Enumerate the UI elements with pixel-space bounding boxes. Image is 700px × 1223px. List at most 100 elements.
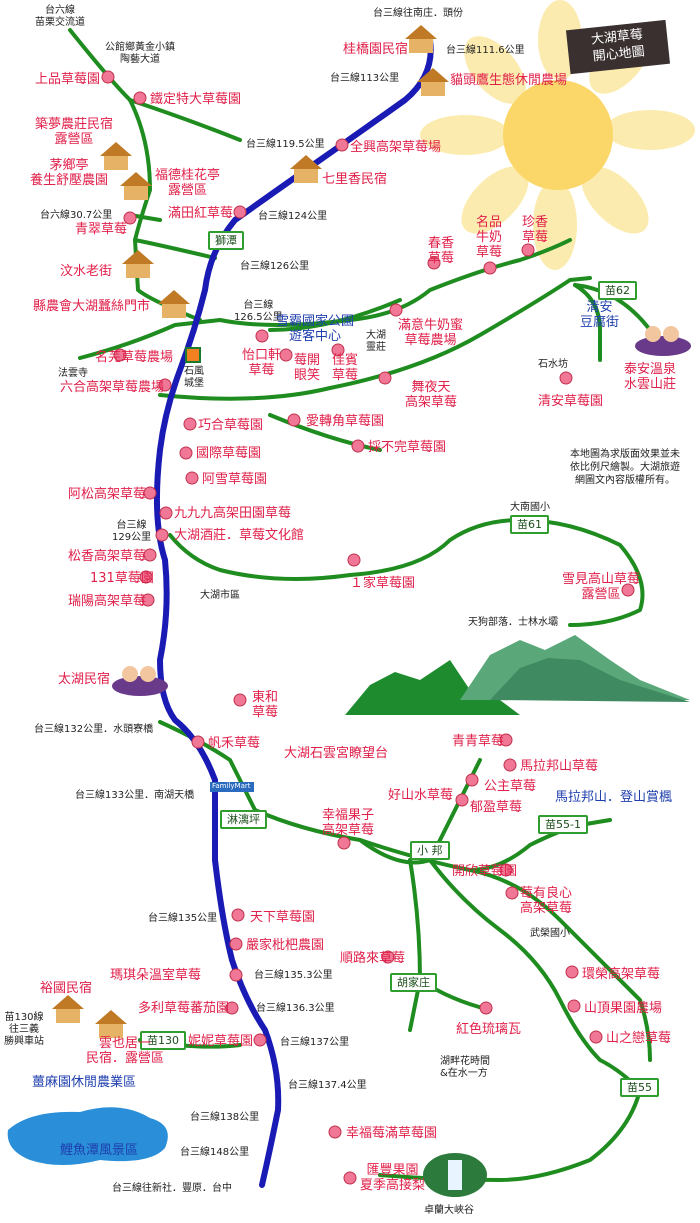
poi-shanding[interactable]: 山頂果園農場 [584,1001,663,1016]
poi-hongse[interactable]: 紅色琉璃瓦 [456,1022,522,1037]
visitor-center-line1: 雪霸國家公園 [276,314,355,329]
poi-maqi[interactable]: 瑪琪朵溫室草莓 [110,968,202,983]
poi-manyi-line2: 草莓農場 [404,333,457,348]
poi-yuying[interactable]: 郁盈草莓 [470,800,523,815]
poi-meikai[interactable]: 莓開眼笑 [294,353,320,383]
place-gongguan-line2: 陶藝大道 [120,54,160,65]
place-zhuolan: 卓蘭大峽谷 [424,1205,474,1216]
milestone-km1374: 台三線137.4公里 [288,1080,367,1091]
poi-shiyun[interactable]: 大湖石雲宮瞭望台 [284,746,389,761]
poi-jiujiujiu[interactable]: 九九九高架田園草莓 [174,506,292,521]
strawberry-markers [101,70,635,1185]
poi-youliangxin[interactable]: 莓有良心高架草莓 [520,886,572,916]
poi-shanzhilian[interactable]: 山之戀草莓 [606,1031,672,1046]
poi-meikai-line1: 莓開 [294,353,321,368]
poi-taian[interactable]: 泰安溫泉水雲山莊 [624,362,676,392]
poi-mantianhong[interactable]: 滿田紅草莓 [168,206,234,221]
poi-no131[interactable]: 131草莓園 [90,571,154,586]
milestone-km137: 台三線137公里 [280,1037,350,1048]
poi-yikouxuan-line2: 草莓 [248,363,275,378]
place-tai3-north: 台三線往南庄．頭份 [373,8,463,19]
poi-tiedingte[interactable]: 鐵定特大草莓園 [150,92,242,107]
poi-qingcui[interactable]: 青翠草莓 [75,222,128,237]
place-shifeng-line1: 石風 [184,366,204,377]
poi-xingfuguozi[interactable]: 幸福果子高架草莓 [322,808,374,838]
poi-yijia[interactable]: １家草莓園 [350,576,416,591]
milestone-km124: 台三線124公里 [258,211,328,222]
poi-mingpin[interactable]: 名品牛奶草莓 [476,215,502,260]
poi-fude-line2: 露營區 [168,183,208,198]
place-qingan-tofu[interactable]: 清安豆腐街 [580,300,619,330]
poi-fude[interactable]: 福德桂花亭露營區 [155,168,220,198]
poi-zhumeng[interactable]: 築夢農莊民宿露營區 [35,117,113,147]
poi-qiaoyun[interactable]: 巧合草莓園 [198,418,264,433]
poi-shunlulai[interactable]: 順路來草莓 [340,951,406,966]
poi-xuejian[interactable]: 雪見高山草莓露營區 [562,572,640,602]
poi-donghe[interactable]: 東和草莓 [252,690,278,720]
poi-chunxiang[interactable]: 春香草莓 [428,236,454,266]
poi-wenshui[interactable]: 汶水老街 [60,264,113,279]
poi-yunyeju-line1: 雲也居一 [99,1036,152,1051]
poi-maoxiang[interactable]: 茅鄉亭養生舒壓農園 [30,158,108,188]
poi-jiaoqiao-minsu[interactable]: 桂橋園民宿 [343,42,409,57]
poi-zhenxiang-line1: 珍香 [522,215,549,230]
poi-nini[interactable]: 妮妮草莓園 [188,1034,254,1049]
poi-kaixin[interactable]: 開欣草莓園 [452,864,518,879]
milestone-km148: 台三線148公里 [180,1147,250,1158]
poi-shangpin[interactable]: 上品草莓園 [35,72,101,87]
milestone-km1265-line1: 台三線 [243,300,274,311]
poi-ruiyang[interactable]: 瑞陽高架草莓 [68,594,147,609]
poi-yikouxuan[interactable]: 怡口軒草莓 [242,348,281,378]
poi-taian-line2: 水雲山莊 [624,377,677,392]
poi-zhenxiang[interactable]: 珍香草莓 [522,215,548,245]
poi-wuyetian[interactable]: 舞夜天高架草莓 [405,380,457,410]
poi-qingan-farm[interactable]: 清安草莓園 [538,394,604,409]
poi-axue[interactable]: 阿雪草莓園 [202,472,268,487]
poi-yikouxuan-line1: 怡口軒 [242,348,282,363]
poi-haoshanshui[interactable]: 好山水草莓 [388,788,454,803]
poi-asong[interactable]: 阿松高架草莓 [68,487,147,502]
poi-yunyeju[interactable]: 雲也居一民宿．露營區 [86,1036,164,1066]
poi-maotouying[interactable]: 貓頭鷹生態休閒農場 [450,73,568,88]
place-tai130: 苗130線往三義勝興車站 [4,1012,44,1048]
poi-yanjia[interactable]: 嚴家枇杷農園 [246,938,325,953]
place-tiangou: 天狗部落．士林水壩 [468,617,558,628]
poi-dahu-winery[interactable]: 大湖酒莊．草莓文化館 [174,528,305,543]
poi-zhumeng-line1: 築夢農莊民宿 [35,117,114,132]
poi-dahu-minsu[interactable]: 太湖民宿 [58,672,111,687]
xuemai-area[interactable]: 薑麻園休閒農業區 [32,1075,137,1090]
liyu-scenic[interactable]: 鯉魚潭風景區 [60,1143,139,1158]
poi-quanxing[interactable]: 全興高架草莓場 [350,140,442,155]
poi-caibuwan[interactable]: 採不完草莓園 [368,440,447,455]
poi-xingfumei[interactable]: 幸福莓滿草莓園 [346,1126,438,1141]
waterfall-graphic [423,1153,487,1197]
poi-mingyi[interactable]: 名芫草莓農場 [95,350,174,365]
poi-manyi[interactable]: 滿意牛奶蜜草莓農場 [398,318,463,348]
poi-county-farm[interactable]: 縣農會大湖蠶絲門市 [33,299,151,314]
poi-jiabin[interactable]: 佳賓草莓 [332,353,358,383]
place-qingan-line2: 豆腐街 [580,315,620,330]
poi-qili[interactable]: 七里香民宿 [322,172,388,187]
poi-tianxia[interactable]: 天下草莓園 [250,910,316,925]
milestone-km1353: 台三線135.3公里 [254,970,333,981]
poi-duoli[interactable]: 多利草莓蕃茄園 [138,1001,230,1016]
poi-songxiang[interactable]: 松香高架草莓 [68,549,147,564]
route-box-miao61: 苗61 [510,515,549,534]
visitor-center[interactable]: 雪霸國家公園遊客中心 [276,314,354,344]
place-tai130-line1: 苗130線 [4,1012,44,1023]
poi-aizhuanjiao[interactable]: 愛轉角草莓園 [306,414,385,429]
route-box-xiaobang: 小 邦 [410,841,450,860]
poi-qingqing[interactable]: 青青草莓 [452,734,505,749]
poi-huifeng[interactable]: 匯豐果園夏季高接梨 [360,1163,425,1193]
poi-malabang[interactable]: 馬拉邦山草莓 [520,759,599,774]
milestone-km113: 台三線113公里 [330,73,400,84]
poi-huanrong[interactable]: 環榮高架草莓 [582,967,661,982]
malabang-trail[interactable]: 馬拉邦山．登山賞楓 [555,790,673,805]
poi-mingpin-line1: 名品 [476,215,503,230]
poi-fanhe[interactable]: 帆禾草莓 [208,736,261,751]
poi-guoji[interactable]: 國際草莓園 [196,446,262,461]
poi-yuguo[interactable]: 裕國民宿 [40,981,93,996]
poi-huifeng-line1: 匯豐果園 [366,1163,419,1178]
poi-liuhe[interactable]: 六合高架草莓農場 [60,380,165,395]
poi-gongzhu[interactable]: 公主草莓 [484,779,537,794]
